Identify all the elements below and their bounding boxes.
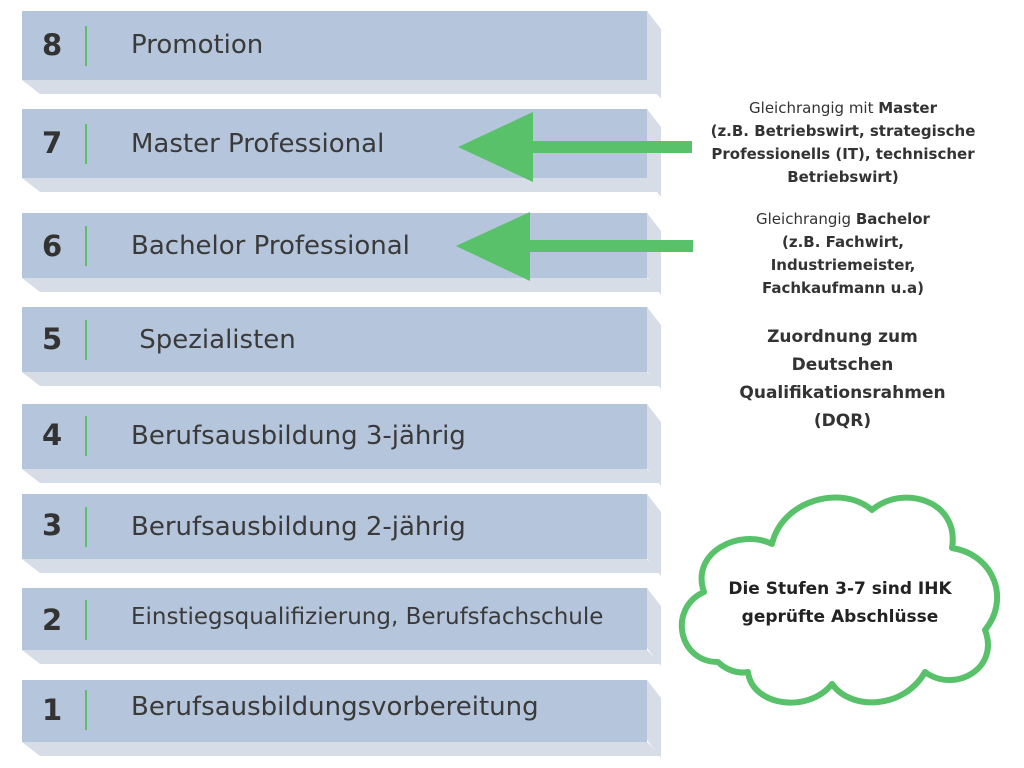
- level-bar-side: [647, 213, 661, 295]
- bachelor-note: Gleichrangig Bachelor (z.B. Fachwirt, In…: [693, 208, 993, 300]
- level-number: 4: [42, 418, 63, 452]
- level-bar-bottom: [22, 372, 661, 386]
- level-separator: [85, 226, 87, 266]
- level-bar-bottom: [22, 178, 661, 192]
- level-bar: [22, 494, 647, 559]
- level-number: 7: [42, 126, 63, 160]
- level-bar-side: [647, 11, 661, 99]
- level-1: 1 Berufsausbildungsvorbereitung: [22, 680, 665, 758]
- master-note-heading: Gleichrangig mit Master: [693, 97, 993, 120]
- level-separator: [85, 26, 87, 66]
- cloud-text: Die Stufen 3-7 sind IHK geprüfte Abschlü…: [728, 579, 952, 627]
- bachelor-arrow: [456, 212, 693, 281]
- level-bar-bottom: [22, 469, 661, 483]
- master-arrow: [458, 112, 692, 182]
- level-4: 4 Berufsausbildung 3-jährig: [22, 404, 665, 486]
- bachelor-note-prefix: Gleichrangig: [756, 210, 856, 228]
- level-separator: [85, 124, 87, 164]
- level-bar-bottom: [22, 278, 661, 292]
- level-bar-bottom: [22, 742, 661, 756]
- level-label: Spezialisten: [131, 325, 296, 355]
- level-bar-side: [647, 404, 661, 486]
- level-separator: [85, 507, 87, 547]
- level-label: Promotion: [131, 30, 264, 60]
- master-note: Gleichrangig mit Master (z.B. Betriebswi…: [693, 97, 993, 189]
- master-arrow-head: [458, 112, 533, 182]
- level-number: 8: [42, 28, 63, 62]
- dqr-text: Zuordnung zum Deutschen Qualifikationsra…: [739, 327, 946, 431]
- master-arrow-shaft: [528, 141, 692, 153]
- level-bar: [22, 680, 647, 742]
- level-5: 5 Spezialisten: [22, 307, 665, 389]
- level-number: 5: [42, 322, 63, 356]
- level-bar-bottom: [22, 650, 661, 664]
- level-bar-side: [647, 494, 661, 576]
- level-label: Bachelor Professional: [131, 231, 410, 261]
- cloud-shape: [678, 494, 1001, 706]
- level-number: 1: [42, 693, 63, 727]
- bachelor-arrow-shaft: [525, 240, 693, 252]
- bachelor-note-bold: Bachelor: [855, 210, 930, 228]
- level-separator: [85, 416, 87, 456]
- level-bar: [22, 307, 647, 372]
- level-number: 2: [42, 603, 63, 637]
- level-bar-side: [647, 680, 661, 758]
- level-label: Master Professional: [131, 129, 385, 159]
- level-label: Einstiegsqualifizierung, Berufsfachschul…: [131, 604, 604, 630]
- level-label: Berufsausbildung 3-jährig: [131, 421, 466, 451]
- level-bar-side: [647, 588, 661, 666]
- level-3: 3 Berufsausbildung 2-jährig: [22, 494, 665, 576]
- level-label: Berufsausbildung 2-jährig: [131, 512, 466, 542]
- level-separator: [85, 690, 87, 730]
- master-note-bold: Master: [878, 99, 937, 117]
- master-note-prefix: Gleichrangig mit: [749, 99, 879, 117]
- level-2: 2 Einstiegsqualifizierung, Berufsfachsch…: [22, 588, 665, 666]
- level-bar: [22, 588, 647, 650]
- level-separator: [85, 320, 87, 360]
- bachelor-note-details: (z.B. Fachwirt, Industriemeister, Fachka…: [761, 233, 925, 297]
- level-bar: [22, 404, 647, 469]
- level-number: 3: [42, 508, 63, 542]
- level-bar: [22, 11, 647, 80]
- level-bar-bottom: [22, 559, 661, 573]
- level-8: 8 Promotion: [22, 11, 665, 99]
- bachelor-note-heading: Gleichrangig Bachelor: [693, 208, 993, 231]
- level-number: 6: [42, 229, 63, 263]
- level-bar-bottom: [22, 80, 661, 94]
- master-note-details: (z.B. Betriebswirt, strategische Profess…: [710, 122, 976, 186]
- bachelor-arrow-head: [456, 212, 530, 281]
- level-label: Berufsausbildungsvorbereitung: [131, 692, 539, 722]
- level-bar-side: [647, 307, 661, 389]
- level-separator: [85, 600, 87, 640]
